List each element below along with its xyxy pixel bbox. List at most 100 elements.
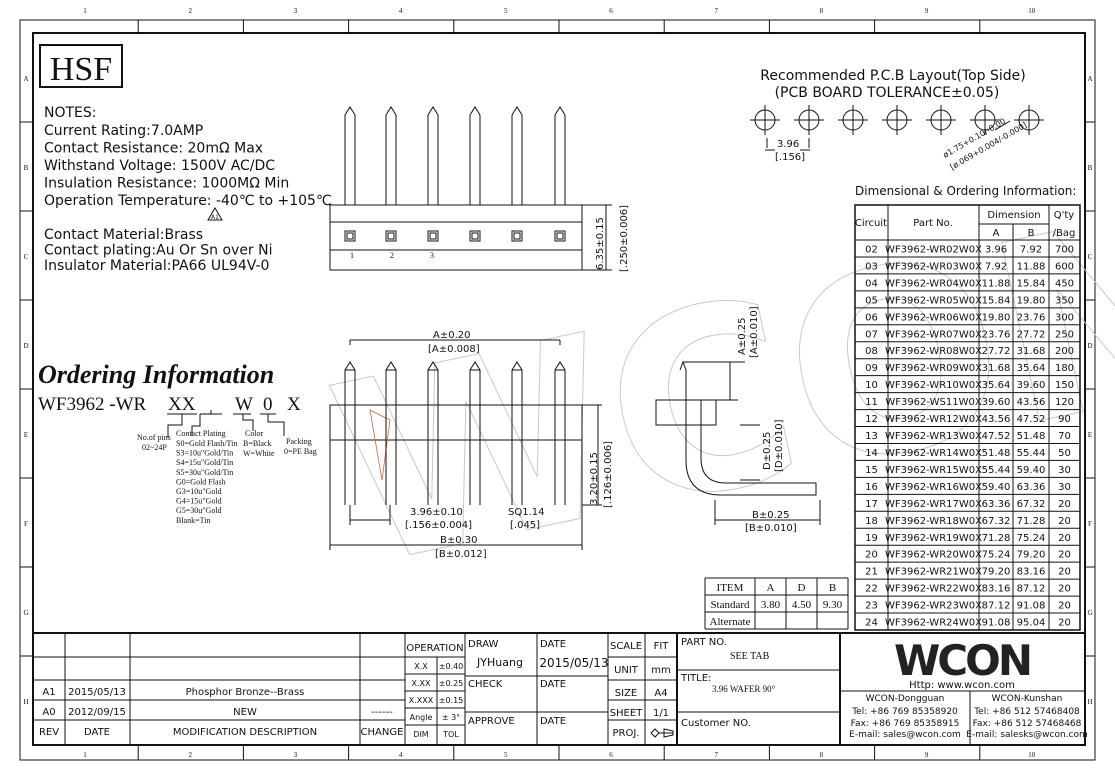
- pin-square-inner: [346, 232, 354, 240]
- table-cell: 20: [1058, 601, 1071, 612]
- table-cell: 63.36: [1017, 482, 1046, 493]
- plating-option: S3=10u"Gold/Tin: [176, 449, 233, 458]
- revision-cell: 2015/05/13: [68, 687, 126, 698]
- table-cell: 04: [865, 278, 878, 289]
- revision-cell: NEW: [233, 707, 257, 718]
- pin: [427, 361, 439, 505]
- pcb-layout: Recommended P.C.B Layout(Top Side) (PCB …: [750, 68, 1044, 172]
- table-cell: 43.56: [982, 414, 1011, 425]
- warning-mark: A1: [211, 214, 219, 221]
- table-cell: 03: [865, 261, 878, 272]
- scale-value: FIT: [654, 641, 670, 652]
- zone-col-label: 10: [1028, 7, 1036, 15]
- zone-row-label: C: [1088, 253, 1093, 261]
- table-cell: 120: [1055, 397, 1074, 408]
- revision-cell: A0: [42, 707, 55, 718]
- table-cell: 59.40: [982, 482, 1011, 493]
- header-qty: Q'ty: [1054, 210, 1075, 221]
- zone-row-label: A: [23, 75, 28, 83]
- zone-col-label: 10: [1028, 751, 1036, 759]
- table-cell: 59.40: [1017, 465, 1046, 476]
- plating-option: Blank=Tin: [176, 516, 210, 525]
- pin-number: 1: [350, 251, 354, 260]
- ordering-title: Ordering Information: [38, 360, 274, 389]
- table-cell: 15.84: [982, 295, 1011, 306]
- table-cell: 43.56: [1017, 397, 1046, 408]
- company-logo: WCON: [894, 636, 1030, 685]
- zone-row-label: C: [24, 253, 29, 261]
- zone-col-label: 3: [294, 7, 298, 15]
- pin-square-inner: [513, 232, 521, 240]
- item-cell: 4.50: [792, 599, 812, 611]
- pin: [344, 361, 356, 505]
- table-cell: 35.64: [982, 380, 1011, 391]
- table-cell: 27.72: [1017, 329, 1046, 340]
- table-cell: 250: [1055, 329, 1074, 340]
- table-cell: 7.92: [985, 261, 1007, 272]
- tol-value: ±0.15: [439, 696, 464, 705]
- zone-row-label: D: [1087, 342, 1092, 350]
- revision-cell: Phosphor Bronze--Brass: [186, 687, 305, 698]
- pin-square-inner: [387, 232, 395, 240]
- table-cell: WF3962-WR21W0X: [885, 567, 982, 578]
- table-cell: 23.76: [982, 329, 1011, 340]
- material-line: Contact Material:Brass: [44, 227, 203, 243]
- table-cell: 63.36: [982, 499, 1011, 510]
- table-cell: WF3962-WR13W0X: [885, 431, 982, 442]
- pin-number: 3: [430, 251, 434, 260]
- table-cell: WF3962-WR05W0X: [885, 295, 982, 306]
- dim-b-in: [B±0.012]: [435, 549, 487, 560]
- tol-dim: X.XX: [412, 679, 432, 688]
- dim-a-in: [A±0.008]: [428, 344, 480, 355]
- office-email: E-mail: sales@wcon.com: [849, 730, 961, 740]
- table-cell: WF3962-WR15W0X: [885, 465, 982, 476]
- zone-col-label: 5: [504, 751, 508, 759]
- dimension-lines: [683, 361, 821, 525]
- table-cell: 09: [865, 363, 878, 374]
- table-cell: WF3962-WR17W0X: [885, 499, 982, 510]
- zone-col-label: 7: [714, 751, 718, 759]
- pin: [511, 106, 523, 205]
- item-header: D: [798, 582, 806, 594]
- color-black: B=Black: [243, 439, 272, 448]
- table-cell: 08: [865, 346, 878, 357]
- part-no-label: PART NO.: [681, 637, 727, 648]
- table-cell: WF3962-WR06W0X: [885, 312, 982, 323]
- code-leader-lines: [167, 410, 285, 438]
- packing-value: 0=PE Bag: [284, 447, 317, 456]
- side-dim-a: A±0.25: [737, 318, 748, 356]
- draw-label: DRAW: [468, 639, 499, 650]
- zone-row-label: H: [23, 698, 28, 706]
- table-cell: 15.84: [1017, 278, 1046, 289]
- operation-label: OPERATION: [406, 643, 463, 654]
- pin-square-inner: [556, 232, 564, 240]
- table-cell: 90: [1058, 414, 1071, 425]
- material-line: Insulator Material:PA66 UL94V-0: [44, 258, 269, 274]
- table-cell: 20: [1058, 550, 1071, 561]
- item-header: ITEM: [717, 582, 744, 594]
- table-cell: 79.20: [982, 567, 1011, 578]
- dim-height-top: 6.35±0.15: [595, 217, 606, 270]
- title-value: 3.96 WAFER 90°: [712, 684, 776, 694]
- approve-date-label: DATE: [540, 716, 566, 727]
- header-a: A: [993, 228, 1000, 239]
- size-value: A4: [654, 688, 667, 699]
- pin: [385, 361, 397, 505]
- pin: [385, 106, 397, 205]
- draw-value: JYHuang: [476, 656, 523, 669]
- table-cell: WF3962-WR02W0X: [885, 245, 982, 256]
- revision-cell: ------: [371, 707, 393, 718]
- dim-pitch: 3.96±0.10: [410, 507, 463, 518]
- zone-row-label: H: [1087, 698, 1092, 706]
- revision-cell: 2012/09/15: [68, 707, 126, 718]
- header-dimension: Dimension: [987, 210, 1040, 221]
- code-prefix: WF3962 -WR: [38, 394, 147, 415]
- table-cell: 91.08: [1017, 601, 1046, 612]
